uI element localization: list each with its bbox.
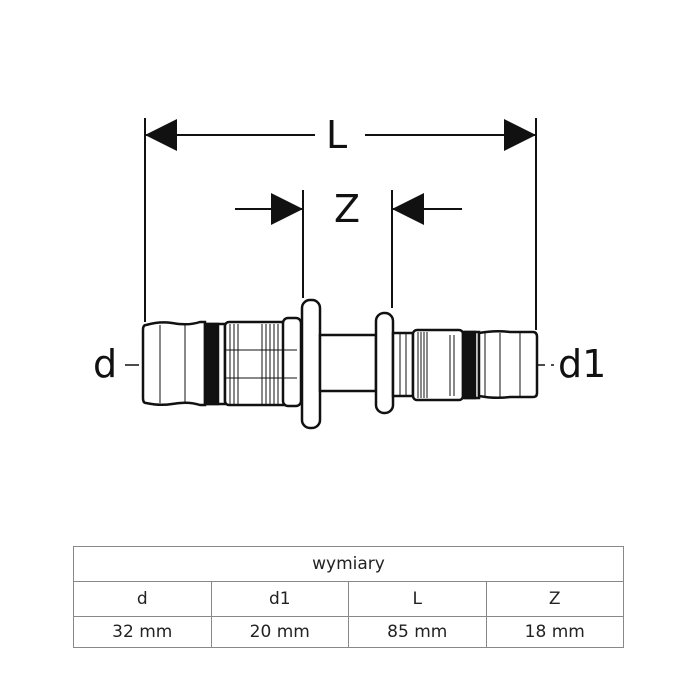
z-arrow-right-icon: [392, 193, 424, 225]
value-d1: 20 mm: [210, 616, 349, 648]
dimension-label-l: L: [326, 113, 348, 157]
l-arrow-left-icon: [145, 119, 177, 151]
value-d: 32 mm: [73, 616, 212, 648]
table-row: 32 mm 20 mm 85 mm 18 mm: [73, 616, 624, 648]
dimension-label-d1: d1: [558, 342, 607, 386]
dimensions-table: wymiary d d1 L Z 32 mm 20 mm 85 mm 18 mm: [73, 546, 624, 648]
value-l: 85 mm: [348, 616, 487, 648]
header-l: L: [348, 581, 487, 617]
fitting-drawing: [125, 118, 555, 430]
l-arrow-right-icon: [504, 119, 536, 151]
value-z: 18 mm: [485, 616, 624, 648]
dimension-label-z: Z: [334, 187, 361, 231]
knurling: [159, 324, 521, 404]
table-header-row: d d1 L Z: [73, 581, 624, 617]
header-d: d: [73, 581, 212, 617]
z-arrow-left-icon: [271, 193, 303, 225]
dimension-label-d: d: [93, 342, 118, 386]
header-z: Z: [485, 581, 624, 617]
table-title: wymiary: [73, 546, 624, 582]
header-d1: d1: [210, 581, 349, 617]
fitting-body: [141, 298, 539, 430]
